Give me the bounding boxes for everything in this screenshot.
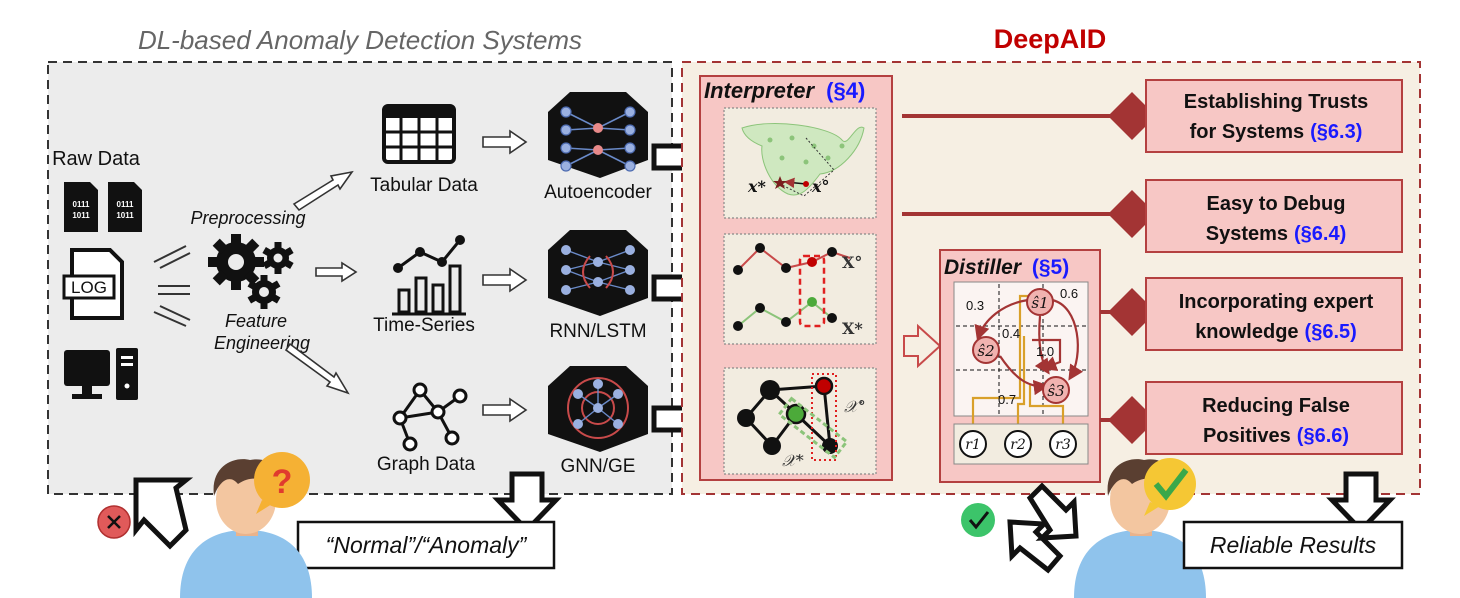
preprocessing-label: Preprocessing xyxy=(190,208,305,228)
graph-star-label: 𝒳* xyxy=(782,451,804,470)
binary-digits-1a: 0111 xyxy=(73,200,90,209)
state-s1: ŝ1 xyxy=(1031,294,1048,312)
data-to-model-arrows xyxy=(482,129,528,423)
anomaly-detection-panel: DL-based Anomaly Detection Systems Raw D… xyxy=(47,25,673,495)
distiller-heading: Distiller (§5) xyxy=(944,256,1069,279)
user-feedback-arrow-left xyxy=(133,477,194,550)
model-gnn-ge: GNN/GE xyxy=(561,456,636,477)
log-text: LOG xyxy=(71,278,107,297)
x-ref-label: x° xyxy=(811,177,830,196)
prob-0-6: 0.6 xyxy=(1060,286,1078,301)
computer-icon xyxy=(64,348,138,400)
output-down-arrow xyxy=(492,471,562,534)
outcome-fp-text: Positives xyxy=(1203,425,1291,447)
outcome-debug-text: Systems xyxy=(1206,223,1288,245)
outcome-fp-line1: Reducing False xyxy=(1202,395,1350,417)
log-file-icon: LOG xyxy=(62,248,124,320)
feature-label: Feature xyxy=(225,311,287,331)
distiller-down-arrow xyxy=(1026,482,1079,541)
green-check-circle-icon xyxy=(961,503,995,537)
outcome-fp-line2: Positives (§6.6) xyxy=(1203,425,1349,447)
question-mark-glyph: ? xyxy=(272,463,293,501)
output-box xyxy=(296,520,556,570)
graph-ref-label: 𝒳° xyxy=(844,397,866,416)
rule-r3: r3 xyxy=(1055,437,1071,453)
raw-data-connector-lines xyxy=(153,245,191,327)
rules-row: r1 r2 r3 xyxy=(953,423,1089,465)
preprocessing-arrows xyxy=(284,170,358,395)
outcome-expert-text: knowledge xyxy=(1195,321,1298,343)
outcome-expert-ref: (§6.5) xyxy=(1305,321,1357,343)
outcome-trust-ref: (§6.3) xyxy=(1310,121,1362,143)
interpreter-graph-panel: 𝒳° 𝒳* xyxy=(723,367,877,475)
autoencoder-icon xyxy=(548,92,648,178)
outcome-box-expert: Incorporating expert knowledge (§6.5) xyxy=(1145,277,1403,351)
outcome-debug-line2: Systems (§6.4) xyxy=(1206,223,1347,245)
interpreter-timeseries-panel: X° X* xyxy=(723,233,877,345)
time-series-icon xyxy=(392,235,466,316)
distiller-section-ref: (§5) xyxy=(1032,256,1069,279)
check-mark-bubble-icon xyxy=(1144,458,1196,516)
outcome-debug-ref: (§6.4) xyxy=(1294,223,1346,245)
reliable-results-box xyxy=(1182,520,1404,570)
interpreter-heading: Interpreter (§4) xyxy=(704,78,865,103)
data-type-graph: Graph Data xyxy=(377,454,476,475)
gnn-ge-icon xyxy=(548,366,648,452)
prob-0-3: 0.3 xyxy=(966,298,984,313)
distiller-label: Distiller xyxy=(944,256,1023,279)
output-label: “Normal”/“Anomaly” xyxy=(326,532,528,558)
binary-file-icon: 0111 1011 0111 1011 xyxy=(64,182,142,232)
interpreter-section-ref: (§4) xyxy=(826,78,865,103)
outcome-expert-line2: knowledge (§6.5) xyxy=(1195,321,1357,343)
outcome-trust-line2: for Systems(§6.3) xyxy=(1190,121,1363,143)
outcome-box-false-positives: Reducing False Positives (§6.6) xyxy=(1145,381,1403,455)
binary-digits-1b: 1011 xyxy=(72,211,90,220)
outcome-debug-line1: Easy to Debug xyxy=(1207,193,1346,215)
prob-0-4: 0.4 xyxy=(1002,326,1020,341)
rule-r1: r1 xyxy=(965,437,981,453)
outcome-box-debug: Easy to Debug Systems (§6.4) xyxy=(1145,179,1403,253)
data-type-tabular: Tabular Data xyxy=(370,175,478,196)
reliable-results-label: Reliable Results xyxy=(1210,532,1377,558)
outcome-box-trust: Establishing Trusts for Systems(§6.3) xyxy=(1145,79,1403,153)
rule-r2: r2 xyxy=(1010,437,1026,453)
data-type-time-series: Time-Series xyxy=(373,315,475,336)
outcome-trust-line1: Establishing Trusts xyxy=(1184,91,1368,113)
outcome-trust-text: for Systems xyxy=(1190,121,1305,143)
outcome-expert-line1: Incorporating expert xyxy=(1179,291,1374,313)
model-rnn-lstm: RNN/LSTM xyxy=(549,321,646,342)
x-star-label: x* xyxy=(747,177,767,196)
deepaid-title: DeepAID xyxy=(994,24,1107,54)
binary-digits-2a: 0111 xyxy=(117,200,134,209)
interpreter-tabular-panel: x* x° xyxy=(723,107,877,219)
x-star-ts-label: X* xyxy=(842,319,863,338)
state-s3: ŝ3 xyxy=(1047,382,1064,400)
x-ref-ts-label: X° xyxy=(842,253,862,272)
prob-0-7: 0.7 xyxy=(998,392,1016,407)
state-s2: ŝ2 xyxy=(977,342,994,360)
red-x-circle-icon xyxy=(97,505,131,539)
results-down-arrow xyxy=(1326,471,1396,534)
outcome-connectors xyxy=(902,92,1156,444)
gears-icon xyxy=(208,234,294,309)
outcome-fp-ref: (§6.6) xyxy=(1297,425,1349,447)
left-panel-title: DL-based Anomaly Detection Systems xyxy=(138,25,582,55)
prob-1-0: 1.0 xyxy=(1036,344,1054,359)
deepaid-panel: DeepAID Interpreter (§4) x* x° xyxy=(681,24,1421,495)
rnn-lstm-icon xyxy=(548,230,648,316)
interpreter-label: Interpreter xyxy=(704,78,815,103)
interpreter-to-distiller-arrow xyxy=(903,323,942,369)
table-icon xyxy=(382,104,456,164)
state-machine-panel: ŝ1 ŝ2 ŝ3 0.3 0.6 0.4 1.0 0.7 xyxy=(953,281,1089,430)
distiller-up-arrow xyxy=(1007,519,1064,574)
graph-icon xyxy=(392,382,468,452)
model-autoencoder: Autoencoder xyxy=(544,182,652,203)
raw-data-label: Raw Data xyxy=(52,148,141,170)
question-mark-bubble-icon: ? xyxy=(254,452,310,514)
binary-digits-2b: 1011 xyxy=(116,211,134,220)
engineering-label: Engineering xyxy=(214,333,310,353)
